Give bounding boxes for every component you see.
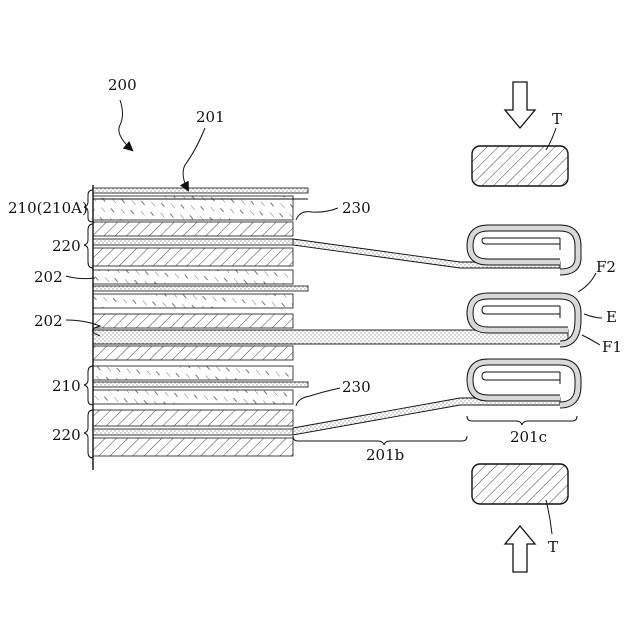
- label-202-a: 202: [34, 268, 63, 286]
- label-201: 201: [196, 108, 225, 126]
- fold-top: [470, 228, 578, 272]
- label-201c: 201c: [510, 428, 547, 446]
- tool-top-block: [472, 146, 568, 186]
- leader-202-a: [66, 276, 95, 279]
- leader-F1: [582, 335, 600, 345]
- layer-210-dots: [93, 382, 308, 387]
- brace-201c: [467, 416, 577, 425]
- brace-201b: [293, 436, 467, 445]
- layer-210A-hatch: [93, 196, 293, 220]
- layer-202-b-hatch: [93, 314, 293, 328]
- arrow-up-icon: [505, 526, 535, 572]
- layer-220-bottom-lower: [93, 438, 293, 456]
- label-202-b: 202: [34, 312, 63, 330]
- label-T-top: T: [552, 110, 562, 128]
- layer-210A-upper: [93, 188, 308, 193]
- brace-220-bottom: [84, 410, 93, 458]
- folds-201c: [470, 228, 578, 405]
- leader-F2: [578, 273, 596, 292]
- leader-E: [584, 314, 602, 318]
- label-230-bottom: 230: [342, 378, 371, 396]
- layer-202-b-hatch2: [93, 346, 293, 360]
- label-201b: 201b: [366, 446, 404, 464]
- brace-220-top: [84, 224, 93, 268]
- leader-230-bottom: [296, 388, 340, 406]
- label-230-top: 230: [342, 199, 371, 217]
- leader-200: [119, 100, 132, 150]
- layer-220-top-lower: [93, 248, 293, 266]
- arrow-down-icon: [505, 82, 535, 128]
- leader-201: [183, 128, 205, 190]
- layer-202-a-hatch2: [93, 294, 293, 308]
- layer-202-a-dots: [93, 286, 308, 291]
- layer-220-top-mid: [93, 239, 293, 245]
- layer-stack: [93, 188, 308, 456]
- label-E: E: [606, 308, 617, 326]
- label-F1: F1: [602, 338, 622, 356]
- tool-bottom-block: [472, 464, 568, 504]
- brace-210: [84, 366, 93, 405]
- label-210A: 210(210A): [8, 199, 88, 217]
- layer-202-a-hatch: [93, 270, 293, 284]
- leader-230-top: [296, 208, 338, 220]
- label-220-top: 220: [52, 237, 81, 255]
- layer-220-bottom-upper: [93, 410, 293, 426]
- layer-220-bottom-mid: [93, 429, 293, 435]
- label-T-bottom: T: [548, 538, 558, 556]
- label-F2: F2: [596, 258, 616, 276]
- layer-210-hatch: [93, 366, 293, 380]
- label-210: 210: [52, 377, 81, 395]
- layer-220-top-upper: [93, 222, 293, 236]
- layer-210-hatch2: [93, 390, 293, 404]
- label-200: 200: [108, 76, 137, 94]
- leader-T-bottom: [546, 500, 552, 534]
- label-220-bottom: 220: [52, 426, 81, 444]
- tabs-230: [93, 239, 568, 435]
